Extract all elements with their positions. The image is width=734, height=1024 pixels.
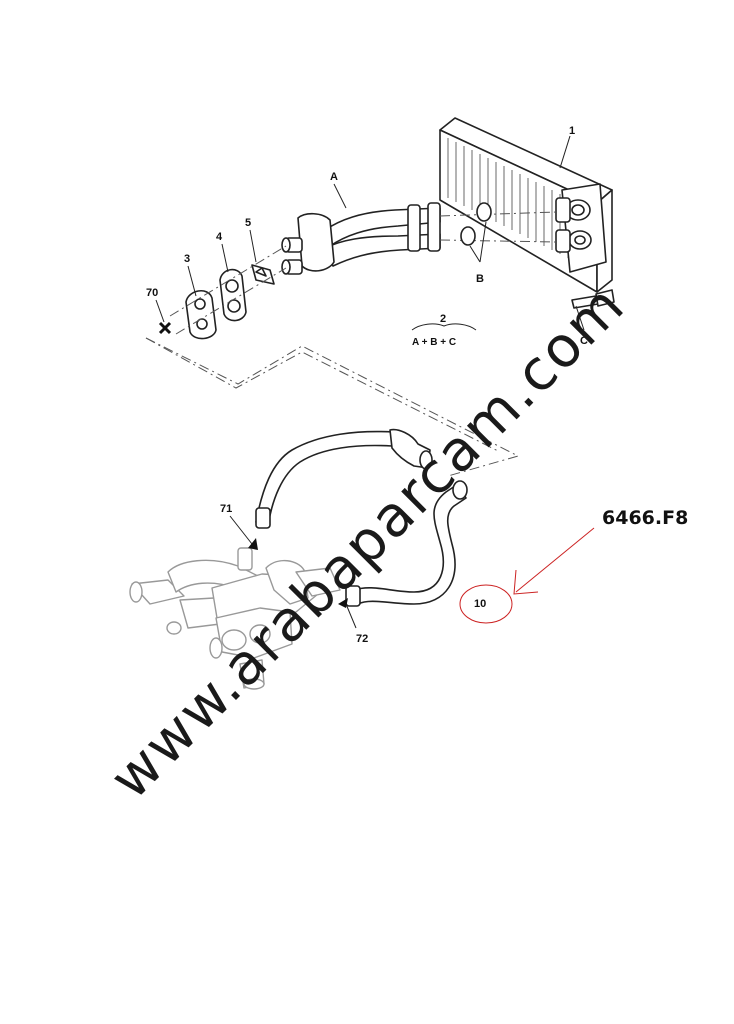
hose-10 <box>345 480 468 607</box>
clip <box>251 264 275 285</box>
callout-70: 70 <box>146 287 158 299</box>
callout-B: B <box>476 273 484 285</box>
callout-3: 3 <box>184 253 190 265</box>
pipe-assembly <box>281 202 557 275</box>
reference-code: 6466.F8 <box>602 507 688 529</box>
leader-lines <box>155 135 585 629</box>
arrow-markers <box>248 538 348 608</box>
pointer-arrow-shaft <box>515 527 595 593</box>
screw <box>571 289 615 309</box>
callout-2-sub: A + B + C <box>412 337 456 348</box>
alignment-lines <box>145 245 520 477</box>
callout-72: 72 <box>356 633 368 645</box>
callout-5: 5 <box>245 217 251 229</box>
callout-4: 4 <box>216 231 223 243</box>
highlight-circle <box>459 584 513 624</box>
red-annotation <box>459 527 595 624</box>
callout-1: 1 <box>569 125 575 137</box>
callout-labels: 1 A B C 2 A + B + C 3 4 5 70 71 72 10 <box>146 125 588 645</box>
o-rings <box>460 202 492 246</box>
callout-71: 71 <box>220 503 232 515</box>
heater-core <box>439 117 613 293</box>
pointer-arrow-head-icon <box>513 569 539 595</box>
seal-plate <box>185 290 217 340</box>
watermark: www.arabaparcam.com <box>98 272 638 812</box>
seal-marker-icon <box>158 321 172 335</box>
hose-71 <box>255 428 433 529</box>
valve-assembly <box>129 547 341 690</box>
callout-2: 2 <box>440 313 446 325</box>
callout-A: A <box>330 171 338 183</box>
callout-10: 10 <box>474 598 486 610</box>
gasket-plate <box>219 268 247 322</box>
callout-C: C <box>580 335 588 347</box>
